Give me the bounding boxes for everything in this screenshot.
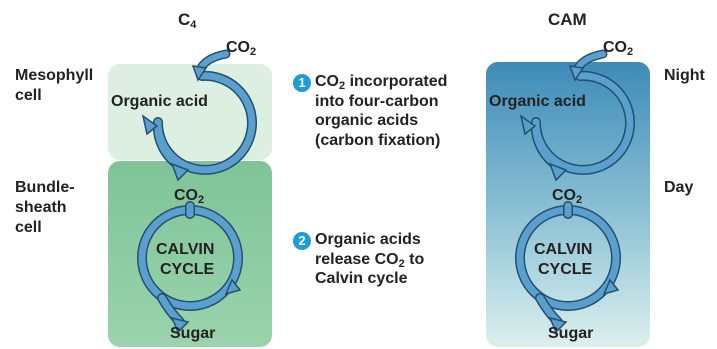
c4-calvin-line1: CALVIN bbox=[156, 241, 215, 258]
cam-calvin-line1: CALVIN bbox=[534, 241, 593, 258]
c4-calvin-line2: CYCLE bbox=[160, 261, 215, 278]
step-1-badge: 1 bbox=[293, 74, 311, 92]
step-2-badge: 2 bbox=[293, 232, 311, 250]
cam-co2-top-sub: 2 bbox=[627, 46, 634, 58]
c4-co2-top: CO2 bbox=[226, 38, 257, 58]
step-2-text: Organic acids release CO2 to Calvin cycl… bbox=[315, 230, 424, 289]
bundle-sheath-cell-box bbox=[108, 161, 272, 347]
mesophyll-label-line1: Mesophyll bbox=[15, 67, 94, 84]
cam-co2-mid-text: CO bbox=[552, 187, 576, 204]
c4-title-sub: 4 bbox=[190, 19, 197, 31]
c4-co2-mid-text: CO bbox=[174, 187, 198, 204]
step-1-line4: (carbon fixation) bbox=[315, 131, 441, 149]
step-1-line1-post: incorporated bbox=[345, 73, 448, 90]
cam-organic-acid: Organic acid bbox=[489, 93, 586, 110]
day-label: Day bbox=[664, 179, 694, 196]
step-2-line3: Calvin cycle bbox=[315, 270, 408, 287]
step-1-text: CO2 incorporated into four-carbon organi… bbox=[315, 72, 447, 150]
c4-co2-mid: CO2 bbox=[174, 186, 205, 206]
step-1-line2: into four-carbon bbox=[315, 92, 439, 110]
c4-co2-top-text: CO bbox=[226, 39, 250, 56]
cam-arrowheads bbox=[519, 65, 620, 334]
step-2-line2: release CO2 to bbox=[315, 250, 424, 270]
step-1-line1-pre: CO bbox=[315, 73, 339, 90]
c4-co2-top-sub: 2 bbox=[250, 46, 257, 58]
c4-arrowheads bbox=[141, 65, 242, 334]
cam-calvin-line2: CYCLE bbox=[538, 261, 593, 278]
c4-sugar: Sugar bbox=[170, 325, 216, 342]
c4-co2-mid-sub: 2 bbox=[198, 194, 205, 206]
step-2-line1: Organic acids bbox=[315, 231, 421, 248]
c4-organic-acid: Organic acid bbox=[111, 93, 208, 110]
cam-title: CAM bbox=[548, 10, 587, 29]
bundle-label-line1: Bundle- bbox=[15, 179, 75, 196]
bundle-label-line2: sheath bbox=[15, 199, 67, 216]
cam-co2-mid-sub: 2 bbox=[576, 194, 583, 206]
step-2-line2-pre: release CO bbox=[315, 250, 399, 268]
night-label: Night bbox=[664, 67, 705, 84]
bundle-label-line3: cell bbox=[15, 219, 42, 236]
step-2-line2-post: to bbox=[404, 250, 425, 268]
step-2-line2-sub: 2 bbox=[398, 257, 405, 270]
c4-title: C4 bbox=[178, 10, 197, 31]
cam-co2-mid: CO2 bbox=[552, 186, 583, 206]
step-1-line1-sub: 2 bbox=[339, 80, 346, 92]
cam-co2-top: CO2 bbox=[603, 38, 634, 58]
step-1-line1: CO2 incorporated bbox=[315, 72, 447, 92]
step-1-line3: organic acids bbox=[315, 112, 419, 129]
c4-title-text: C bbox=[178, 10, 191, 29]
cam-co2-top-text: CO bbox=[603, 39, 627, 56]
mesophyll-label-line2: cell bbox=[15, 87, 42, 104]
cam-sugar: Sugar bbox=[548, 325, 594, 342]
